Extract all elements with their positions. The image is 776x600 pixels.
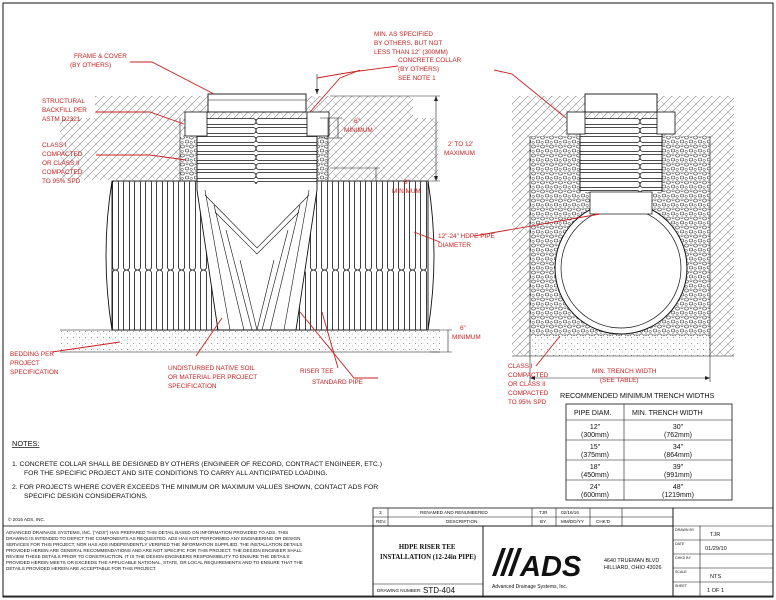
rev-date: 02/16/16 bbox=[561, 510, 579, 515]
label-trench-width: MIN. TRENCH WIDTH (SEE TABLE) bbox=[592, 368, 658, 384]
label-frame-cover: FRAME & COVER (BY OTHERS) bbox=[70, 53, 129, 69]
date-label: DATE bbox=[675, 542, 685, 546]
date-value: 01/29/10 bbox=[705, 546, 727, 552]
label-six-min-top: 6" MINIMUM bbox=[344, 118, 373, 134]
trench-width-table: RECOMMENDED MINIMUM TRENCH WIDTHS PIPE D… bbox=[560, 391, 733, 501]
dimension-lines bbox=[315, 74, 452, 353]
drawing-number: STD-404 bbox=[423, 586, 456, 595]
label-riser-tee: RISER TEE bbox=[300, 368, 334, 375]
drawing-title: HDPE RISER TEE INSTALLATION (12-24in PIP… bbox=[380, 544, 476, 561]
table-title: RECOMMENDED MINIMUM TRENCH WIDTHS bbox=[560, 391, 715, 400]
elevation-view bbox=[60, 93, 440, 353]
table-cell: 34"(864mm) bbox=[664, 444, 692, 459]
table-cell: 12"(300mm) bbox=[581, 424, 609, 439]
label-hdpe-pipe: 12"-24" HDPE PIPE DIAMETER bbox=[438, 233, 497, 249]
drawn-by-label: DRAWN BY bbox=[675, 528, 695, 532]
table-cell: 39"(991mm) bbox=[664, 464, 692, 479]
notes-heading: NOTES: bbox=[12, 439, 40, 448]
drawing-number-label: DRAWING NUMBER: bbox=[377, 588, 422, 593]
copyright: © 2016 ADS, INC. bbox=[8, 516, 45, 522]
label-undisturbed: UNDISTURBED NATIVE SOIL OR MATERIAL PER … bbox=[168, 365, 259, 390]
company-name: Advanced Drainage Systems, Inc. bbox=[492, 584, 567, 590]
table-cell: 48"(1219mm) bbox=[662, 484, 694, 499]
leader-lines bbox=[51, 61, 601, 379]
rev-description: RENAMED AND RENUMBERED bbox=[420, 510, 488, 515]
table-header-trench-width: MIN. TRENCH WIDTH bbox=[632, 410, 703, 417]
table-cell: 24"(600mm) bbox=[581, 484, 609, 499]
label-bedding: BEDDING PER PROJECT SPECIFICATION bbox=[10, 351, 59, 376]
table-header-pipe-diam: PIPE DIAM. bbox=[574, 410, 611, 417]
scale-value: NTS bbox=[710, 574, 721, 580]
title-block: © 2016 ADS, INC. ADVANCED DRAINAGE SYSTE… bbox=[2, 507, 774, 597]
rev-col-label: REV. bbox=[376, 519, 386, 524]
rev-col-chkd: CHK'D bbox=[596, 519, 611, 524]
ads-logo: ADS bbox=[492, 548, 582, 583]
drawn-by: TJR bbox=[710, 532, 720, 538]
disclaimer: ADVANCED DRAINAGE SYSTEMS, INC. ("ADS") … bbox=[6, 530, 304, 571]
rev-col-date: MM/DD/YY bbox=[561, 519, 584, 524]
rev-by: TJR bbox=[539, 510, 548, 515]
sheet-label: SHEET bbox=[675, 584, 688, 588]
label-concrete-collar: CONCRETE COLLAR (BY OTHERS) SEE NOTE 1 bbox=[398, 57, 463, 82]
scale-label: SCALE bbox=[675, 570, 687, 574]
rev-number: 3 bbox=[379, 510, 382, 515]
notes: NOTES: 1. CONCRETE COLLAR SHALL BE DESIG… bbox=[12, 439, 384, 500]
sheet-value: 1 OF 1 bbox=[707, 588, 724, 594]
rev-col-by: BY bbox=[540, 519, 546, 524]
section-view bbox=[512, 93, 734, 382]
table-cell: 30"(762mm) bbox=[664, 424, 692, 439]
rev-col-description: DESCRIPTION bbox=[446, 519, 477, 524]
label-structural-backfill: STRUCTURAL BACKFILL PER ASTM D2321 bbox=[42, 98, 89, 123]
label-six-min-bottom: 6" MINIMUM bbox=[452, 325, 481, 341]
label-min-as-specified: MIN. AS SPECIFIED BY OTHERS, BUT NOT LES… bbox=[374, 31, 448, 56]
label-eight-min: 8" MINIMUM bbox=[392, 179, 421, 195]
table-cell: 15"(375mm) bbox=[581, 444, 609, 459]
label-class-i-left: CLASS I COMPACTED OR CLASS II COMPACTED … bbox=[42, 142, 84, 185]
label-class-i-right: CLASS I COMPACTED OR CLASS II COMPACTED … bbox=[508, 363, 550, 406]
label-two-to-twelve: 2' TO 12' MAXIMUM bbox=[444, 141, 475, 157]
logo-wordmark: ADS bbox=[519, 551, 582, 583]
company-address: 4640 TRUEMAN BLVD HILLIARD, OHIO 43026 bbox=[604, 558, 662, 571]
drawing-labels: MIN. AS SPECIFIED BY OTHERS, BUT NOT LES… bbox=[10, 31, 658, 406]
label-standard-pipe: STANDARD PIPE bbox=[312, 379, 363, 386]
note-1: 1. CONCRETE COLLAR SHALL BE DESIGNED BY … bbox=[12, 461, 384, 477]
checked-by-label: CHKD BY bbox=[675, 556, 692, 560]
note-2: 2. FOR PROJECTS WHERE COVER EXCEEDS THE … bbox=[12, 484, 380, 500]
table-cell: 18"(450mm) bbox=[581, 464, 609, 479]
